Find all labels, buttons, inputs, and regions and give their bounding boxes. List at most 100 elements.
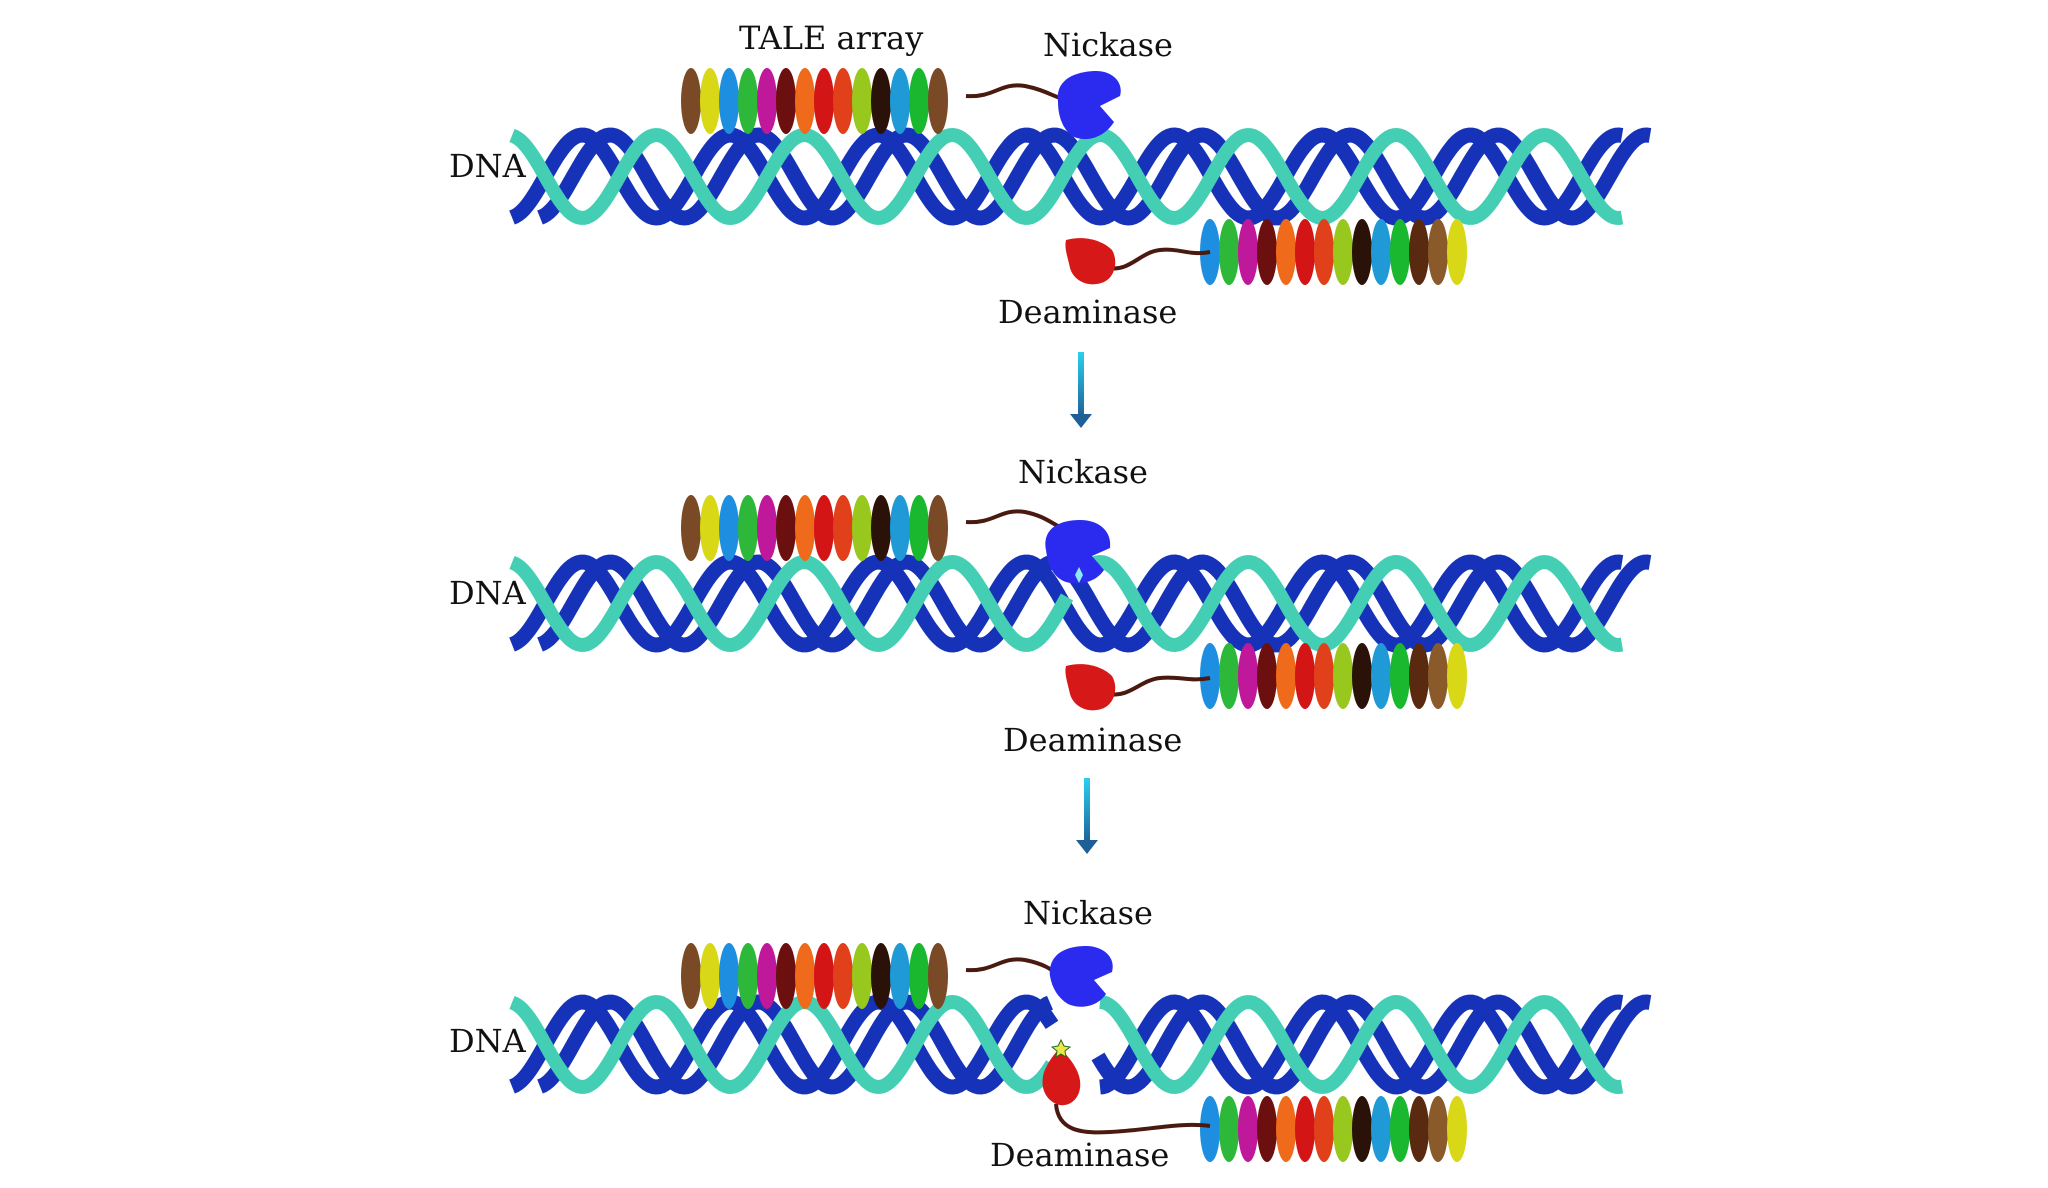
deaminase-label: Deaminase xyxy=(1003,721,1182,759)
panel-2: DNA Nickase Deaminase xyxy=(449,453,1652,759)
panel-3: DNA Nickase Deaminase xyxy=(449,894,1652,1174)
deaminase-label: Deaminase xyxy=(990,1136,1169,1174)
tale-repeat-14 xyxy=(1447,643,1467,709)
tale-array-top xyxy=(681,495,948,561)
nickase-label: Nickase xyxy=(1018,453,1148,491)
nickase-label: Nickase xyxy=(1023,894,1153,932)
dna-strand-dark-front xyxy=(537,127,1652,226)
deaminase-label: Deaminase xyxy=(998,293,1177,331)
tale-repeat-11 xyxy=(871,68,891,134)
tale-repeat-8 xyxy=(1333,1096,1353,1162)
tale-repeat-3 xyxy=(719,68,739,134)
tale-repeat-1 xyxy=(681,495,701,561)
tale-repeat-5 xyxy=(1276,219,1296,285)
tale-repeat-5 xyxy=(1276,643,1296,709)
tale-repeat-8 xyxy=(814,495,834,561)
dna-helix xyxy=(509,554,1652,653)
tale-repeat-13 xyxy=(1428,219,1448,285)
tale-repeat-14 xyxy=(928,943,948,1009)
tale-repeat-9 xyxy=(1352,1096,1372,1162)
tale-repeat-11 xyxy=(871,495,891,561)
tale-repeat-6 xyxy=(776,68,796,134)
tale-repeat-10 xyxy=(1371,643,1391,709)
tale-repeat-5 xyxy=(757,943,777,1009)
tale-repeat-4 xyxy=(738,943,758,1009)
tale-repeat-10 xyxy=(1371,219,1391,285)
tale-repeat-11 xyxy=(1390,219,1410,285)
tale-repeat-12 xyxy=(1409,1096,1429,1162)
tale-repeat-8 xyxy=(1333,219,1353,285)
tale-repeat-13 xyxy=(1428,643,1448,709)
tale-array-top xyxy=(681,943,948,1009)
tale-repeat-9 xyxy=(1352,643,1372,709)
tale-repeat-3 xyxy=(719,495,739,561)
tale-repeat-14 xyxy=(1447,1096,1467,1162)
down-arrow-icon xyxy=(1070,352,1092,428)
tale-repeat-12 xyxy=(890,495,910,561)
tale-repeat-8 xyxy=(1333,643,1353,709)
tale-repeat-7 xyxy=(795,943,815,1009)
tale-array-label: TALE array xyxy=(739,19,923,57)
tale-repeat-7 xyxy=(795,68,815,134)
tale-repeat-7 xyxy=(795,495,815,561)
tale-repeat-6 xyxy=(1295,643,1315,709)
tale-repeat-2 xyxy=(700,943,720,1009)
tale-array-bottom xyxy=(1200,643,1467,709)
tale-repeat-7 xyxy=(1314,643,1334,709)
tale-repeat-13 xyxy=(909,68,929,134)
down-arrow-icon xyxy=(1076,778,1098,854)
tale-repeat-12 xyxy=(1409,643,1429,709)
tale-repeat-6 xyxy=(1295,1096,1315,1162)
tale-repeat-10 xyxy=(852,68,872,134)
deaminase-icon xyxy=(1065,238,1116,285)
tale-repeat-11 xyxy=(871,943,891,1009)
dna-strand-light xyxy=(509,994,1624,1095)
dna-label: DNA xyxy=(449,147,527,185)
tale-repeat-14 xyxy=(928,68,948,134)
tale-repeat-1 xyxy=(1200,643,1220,709)
tale-repeat-5 xyxy=(757,495,777,561)
nickase-linker xyxy=(965,83,1067,102)
tale-repeat-6 xyxy=(776,495,796,561)
dna-helix xyxy=(509,127,1652,226)
tale-repeat-5 xyxy=(1276,1096,1296,1162)
nickase-icon xyxy=(1049,946,1113,1007)
tale-repeat-13 xyxy=(909,943,929,1009)
tale-repeat-13 xyxy=(1428,1096,1448,1162)
tale-repeat-5 xyxy=(757,68,777,134)
tale-repeat-8 xyxy=(814,943,834,1009)
tale-repeat-12 xyxy=(1409,219,1429,285)
deaminase-linker xyxy=(1054,1103,1211,1135)
dna-helix xyxy=(509,994,1652,1095)
tale-repeat-10 xyxy=(852,943,872,1009)
tale-repeat-3 xyxy=(1238,1096,1258,1162)
tale-repeat-11 xyxy=(1390,1096,1410,1162)
tale-repeat-3 xyxy=(1238,643,1258,709)
tale-repeat-2 xyxy=(700,68,720,134)
deaminase-icon xyxy=(1042,1048,1081,1106)
tale-repeat-7 xyxy=(1314,219,1334,285)
nickase-icon xyxy=(1057,70,1121,140)
tale-repeat-1 xyxy=(681,68,701,134)
tale-repeat-9 xyxy=(833,495,853,561)
tale-repeat-6 xyxy=(1295,219,1315,285)
dna-strand-light xyxy=(509,554,1624,653)
tale-repeat-14 xyxy=(1447,219,1467,285)
tale-repeat-2 xyxy=(1219,1096,1239,1162)
tale-repeat-1 xyxy=(1200,1096,1220,1162)
tale-repeat-8 xyxy=(814,68,834,134)
panel-1: DNA TALE array Nickase Deaminase xyxy=(449,19,1652,331)
tale-repeat-11 xyxy=(1390,643,1410,709)
tale-repeat-6 xyxy=(776,943,796,1009)
tale-repeat-2 xyxy=(1219,643,1239,709)
nickase-label: Nickase xyxy=(1043,26,1173,64)
tale-repeat-10 xyxy=(1371,1096,1391,1162)
tale-repeat-1 xyxy=(681,943,701,1009)
tale-repeat-4 xyxy=(738,68,758,134)
tale-repeat-12 xyxy=(890,943,910,1009)
tale-repeat-3 xyxy=(1238,219,1258,285)
nickase-icon xyxy=(1045,520,1111,584)
tale-repeat-9 xyxy=(833,68,853,134)
dna-label: DNA xyxy=(449,1022,527,1060)
dna-strand-light xyxy=(509,127,1624,226)
